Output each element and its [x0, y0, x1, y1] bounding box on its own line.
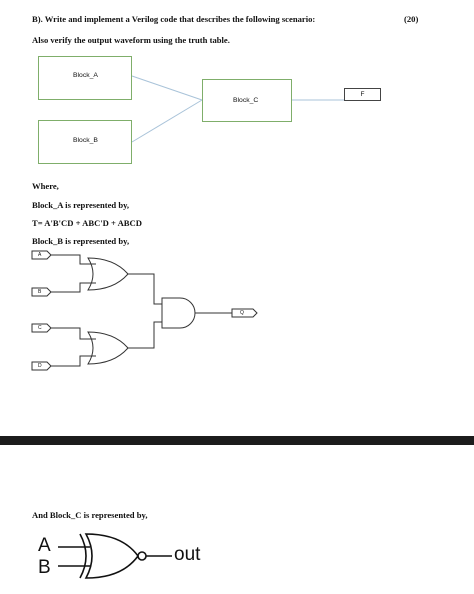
block-b-label: Block_B	[73, 137, 98, 144]
block-c: Block_C	[202, 79, 292, 122]
input-d-tag	[31, 361, 52, 371]
xnor-input-a: A	[38, 535, 51, 556]
or-gate-1	[87, 257, 129, 291]
question-marks: (20)	[404, 14, 419, 24]
block-b-description: Block_B is represented by,	[32, 236, 130, 246]
input-d-label: D	[38, 363, 42, 369]
xnor-input-b: B	[38, 557, 51, 578]
output-q-tag	[231, 308, 258, 318]
block-c-description: And Block_C is represented by,	[32, 510, 148, 520]
question-subtitle: Also verify the output waveform using th…	[32, 35, 230, 45]
input-b-label: B	[38, 289, 42, 295]
input-a-tag	[31, 250, 52, 260]
input-c-tag	[31, 323, 52, 333]
output-f-label: F	[360, 91, 365, 98]
block-a-equation: T= A'B'CD + ABC'D + ABCD	[32, 218, 142, 228]
input-a-label: A	[38, 252, 42, 258]
block-a-description: Block_A is represented by,	[32, 200, 130, 210]
block-c-label: Block_C	[233, 97, 259, 104]
and-gate	[161, 297, 196, 329]
output-q-label: Q	[240, 310, 244, 316]
page-divider	[0, 436, 474, 445]
input-c-label: C	[38, 325, 42, 331]
output-f-box: F	[344, 88, 381, 101]
block-a-label: Block_A	[73, 72, 98, 79]
where-text: Where,	[32, 181, 59, 191]
xnor-output: out	[174, 544, 201, 565]
block-a: Block_A	[38, 56, 132, 100]
or-gate-2	[87, 331, 129, 365]
input-b-tag	[31, 287, 52, 297]
block-b: Block_B	[38, 120, 132, 164]
question-title: B). Write and implement a Verilog code t…	[32, 14, 316, 24]
